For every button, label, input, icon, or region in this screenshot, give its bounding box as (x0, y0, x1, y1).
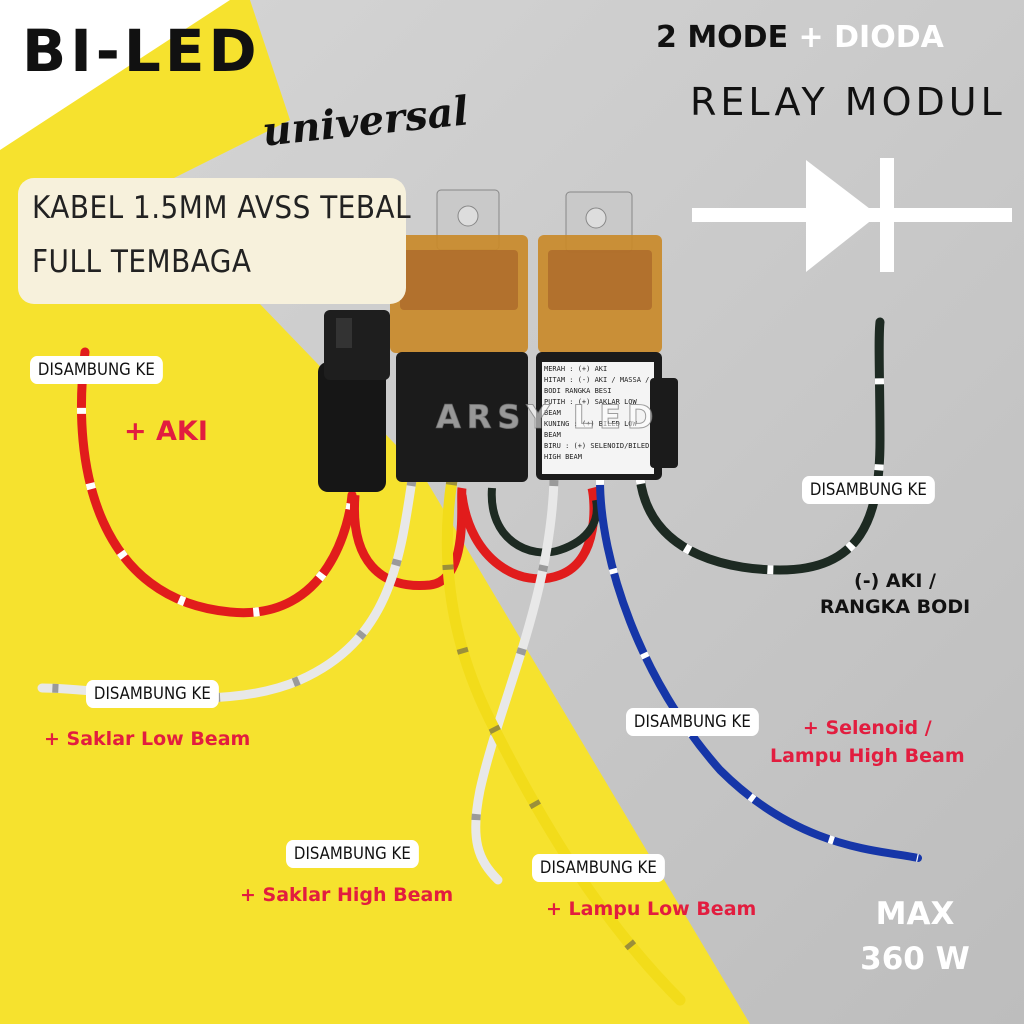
connect-label-lampu-low: DISAMBUNG KE (532, 854, 665, 882)
cable-spec-line-2: FULL TEMBAGA (32, 244, 252, 280)
relay-right (536, 191, 662, 480)
max-power-line-2: 360 W (860, 940, 970, 977)
connect-label-saklar-low: DISAMBUNG KE (86, 680, 219, 708)
wire-red (76, 347, 357, 618)
diode-symbol-icon (692, 158, 1012, 272)
relay-left (390, 189, 528, 482)
product-name: RELAY MODUL (690, 80, 1006, 124)
connect-label-aki: DISAMBUNG KE (30, 356, 163, 384)
cable-spec-box: KABEL 1.5MM AVSS TEBAL FULL TEMBAGA (18, 178, 411, 304)
target-selenoid-line-2: Lampu High Beam (770, 745, 965, 767)
relay-wiring-label: MERAH : (+) AKI HITAM : (-) AKI / MASSA … (544, 364, 654, 463)
mode-headline: 2 MODE + DIODA (656, 20, 944, 55)
brand-title: BI-LED (22, 17, 261, 85)
relay-label-line: BODI RANGKA BESI (544, 387, 612, 395)
mode-suffix: DIODA (834, 20, 944, 55)
target-saklar-high: + Saklar High Beam (240, 884, 454, 906)
relay-label-line: BIRU : (+) SELENOID/BILED (544, 442, 650, 450)
target-lampu-low: + Lampu Low Beam (546, 898, 757, 920)
wire-yellow (441, 474, 686, 1006)
relay-label-line: HITAM : (-) AKI / MASSA / (544, 376, 650, 384)
target-selenoid-line-1: + Selenoid / (802, 717, 932, 739)
max-power: MAX 360 W (830, 892, 1000, 982)
target-ground-line-1: (-) AKI / (854, 570, 936, 592)
watermark-logo: ARSY LED (436, 398, 660, 437)
cable-spec-line-1: KABEL 1.5MM AVSS TEBAL (32, 190, 412, 226)
target-aki: + AKI (124, 416, 208, 447)
connect-label-ground: DISAMBUNG KE (802, 476, 935, 504)
relay-label-line: HIGH BEAM (544, 453, 582, 461)
connect-label-saklar-high: DISAMBUNG KE (286, 840, 419, 868)
target-saklar-low: + Saklar Low Beam (44, 728, 251, 750)
relay-label-line: MERAH : (+) AKI (544, 365, 608, 373)
mode-prefix: 2 MODE (656, 20, 789, 55)
relay-label-line: KUNING : (+) BILED LOW BEAM (544, 420, 637, 439)
max-power-line-1: MAX (875, 896, 955, 932)
fuse-holder (318, 310, 390, 492)
target-ground: (-) AKI / RANGKA BODI (800, 568, 990, 620)
relay-label-line: PUTIH : (+) SAKLAR LOW BEAM (544, 398, 637, 417)
mode-plus: + (798, 20, 824, 55)
target-selenoid: + Selenoid / Lampu High Beam (770, 714, 965, 770)
connect-label-selenoid: DISAMBUNG KE (626, 708, 759, 736)
wire-blue (596, 476, 922, 862)
target-ground-line-2: RANGKA BODI (819, 596, 971, 618)
